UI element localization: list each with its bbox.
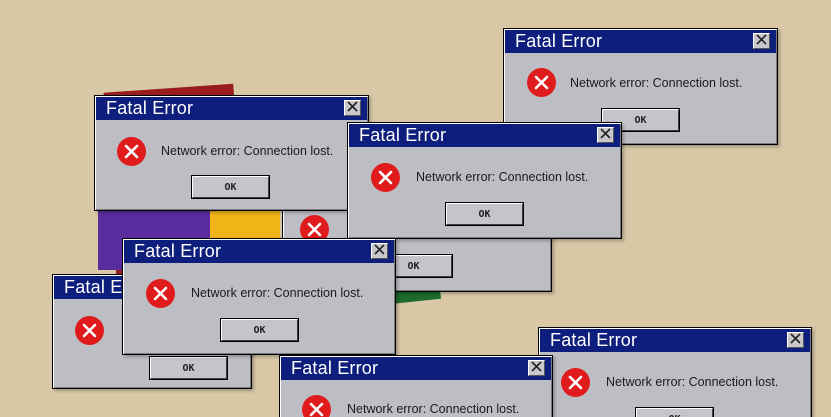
fatal-error-dialog: Fatal Error Network error: Connection lo…: [122, 238, 396, 355]
dialog-title: Fatal Error: [515, 31, 603, 51]
ok-button[interactable]: OK: [221, 319, 298, 341]
close-button[interactable]: [753, 33, 770, 49]
fatal-error-dialog: Fatal Error Network error: Connection lo…: [538, 327, 812, 417]
close-icon: [374, 242, 385, 260]
dialog-titlebar[interactable]: Fatal Error: [540, 329, 810, 352]
error-x-icon: [526, 67, 557, 98]
error-x-icon: [370, 162, 401, 193]
close-icon: [531, 359, 542, 377]
fatal-error-dialog: Fatal Error Network error: Connection lo…: [503, 28, 778, 145]
error-message: Network error: Connection lost.: [416, 170, 589, 184]
dialog-titlebar[interactable]: Fatal Error: [349, 124, 620, 147]
close-icon: [347, 99, 358, 117]
error-x-icon: [145, 278, 176, 309]
dialog-titlebar[interactable]: Fatal Error: [505, 30, 776, 53]
ok-button[interactable]: OK: [446, 203, 523, 225]
error-x-icon: [74, 315, 105, 346]
close-button[interactable]: [597, 127, 614, 143]
dialog-titlebar[interactable]: Fatal Error: [281, 357, 551, 380]
error-message: Network error: Connection lost.: [161, 144, 334, 158]
dialog-title: Fatal Error: [550, 330, 638, 350]
close-button[interactable]: [371, 243, 388, 259]
dialog-title: Fatal Error: [106, 98, 194, 118]
error-x-icon: [301, 394, 332, 417]
fatal-error-dialog: Fatal Error Network error: Connection lo…: [347, 122, 622, 239]
close-button[interactable]: [787, 332, 804, 348]
error-x-icon: [560, 367, 591, 398]
close-icon: [790, 331, 801, 349]
ok-button[interactable]: OK: [192, 176, 269, 198]
error-message: Network error: Connection lost.: [191, 286, 364, 300]
close-icon: [756, 32, 767, 50]
error-message: Network error: Connection lost.: [606, 375, 779, 389]
error-x-icon: [299, 214, 330, 245]
dialog-title: Fatal Error: [134, 241, 222, 261]
dialog-titlebar[interactable]: Fatal Error: [96, 97, 367, 120]
fatal-error-dialog: Fatal Error Network error: Connection lo…: [94, 95, 369, 211]
dialog-titlebar[interactable]: Fatal Error: [124, 240, 394, 263]
ok-button[interactable]: OK: [636, 408, 713, 417]
error-x-icon: [116, 136, 147, 167]
dialog-title: Fatal Error: [359, 125, 447, 145]
ok-button[interactable]: OK: [150, 357, 227, 379]
dialog-title: Fatal Error: [291, 358, 379, 378]
close-button[interactable]: [528, 360, 545, 376]
close-button[interactable]: [344, 100, 361, 116]
close-icon: [600, 126, 611, 144]
fatal-error-dialog: Fatal Error Network error: Connection lo…: [279, 355, 553, 417]
error-message: Network error: Connection lost.: [570, 76, 743, 90]
error-message: Network error: Connection lost.: [347, 402, 520, 416]
